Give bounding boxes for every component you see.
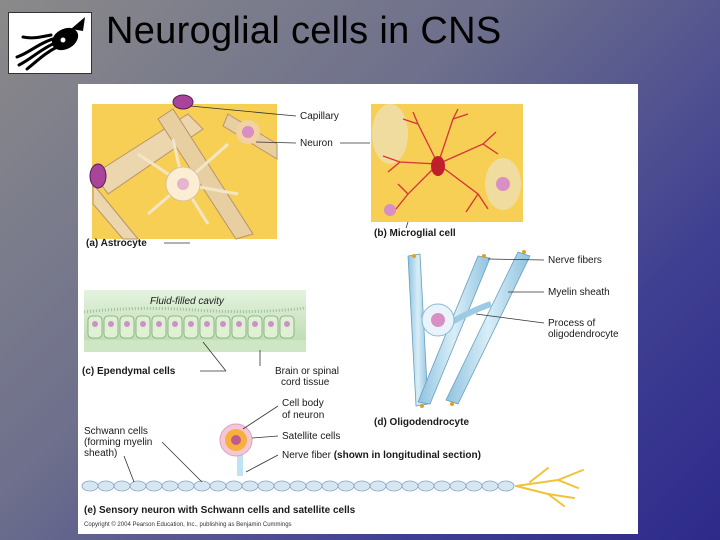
brain-tissue-label-1: Brain or spinal xyxy=(275,366,339,377)
squid-logo-icon xyxy=(15,17,85,71)
logo xyxy=(8,12,92,74)
copyright-notice: Copyright © 2004 Pearson Education, Inc.… xyxy=(84,521,292,528)
panel-e-label: (e) Sensory neuron with Schwann cells an… xyxy=(84,505,356,516)
fluid-cavity-label: Fluid-filled cavity xyxy=(150,296,225,307)
process-label-2: oligodendrocyte xyxy=(548,329,619,340)
panel-c-label: (c) Ependymal cells xyxy=(82,366,176,377)
astrocyte-illustration xyxy=(89,94,278,240)
process-label-1: Process of xyxy=(548,318,595,329)
nerve-fibers-label: Nerve fibers xyxy=(548,255,602,266)
schwann-label-3: sheath) xyxy=(84,448,117,459)
neuron-label: Neuron xyxy=(300,138,333,149)
slide-title: Neuroglial cells in CNS xyxy=(106,10,502,52)
nerve-fiber-label: Nerve fiber (shown in longitudinal secti… xyxy=(282,450,481,461)
myelin-sheath-label: Myelin sheath xyxy=(548,287,610,298)
microglial-illustration xyxy=(371,104,523,222)
sensory-neuron-illustration xyxy=(81,423,584,507)
brain-tissue-label-2: cord tissue xyxy=(281,377,330,388)
capillary-end xyxy=(172,94,194,110)
panel-d-label: (d) Oligodendrocyte xyxy=(374,417,469,428)
schwann-label-1: Schwann cells xyxy=(84,426,148,437)
cell-body-label-2: of neuron xyxy=(282,410,324,421)
capillary-label: Capillary xyxy=(300,111,339,122)
neuroglia-figure: (a) Astrocyte Capillary Neuron (b) M xyxy=(78,84,638,534)
nerve-fiber-label-prefix: Nerve fiber xyxy=(282,450,334,461)
oligodendrocyte-illustration xyxy=(407,250,531,408)
panel-b-label: (b) Microglial cell xyxy=(374,228,456,239)
ependymal-illustration xyxy=(83,290,307,352)
cell-body-label-1: Cell body xyxy=(282,398,324,409)
satellite-cells-label: Satellite cells xyxy=(282,431,340,442)
panel-a-label: (a) Astrocyte xyxy=(86,238,147,249)
schwann-label-2: (forming myelin xyxy=(84,437,152,448)
nerve-fiber-label-note: (shown in longitudinal section) xyxy=(334,450,481,461)
figure-illustration: (a) Astrocyte Capillary Neuron (b) M xyxy=(81,94,619,528)
